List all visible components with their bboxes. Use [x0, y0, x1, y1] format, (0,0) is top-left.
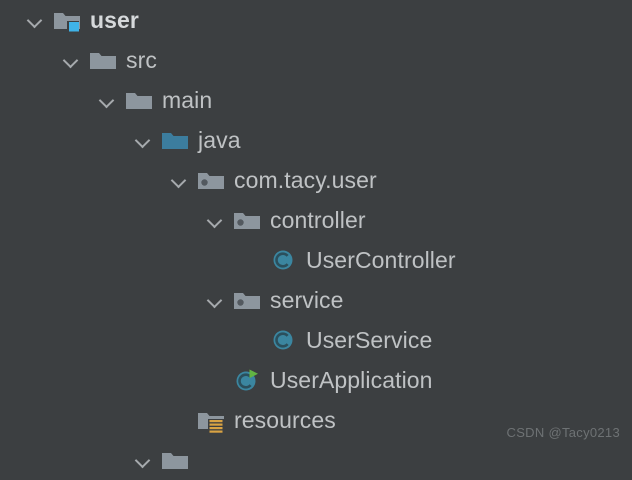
chevron-down-icon[interactable]: [94, 87, 120, 113]
tree-row-label: controller: [270, 207, 366, 233]
folder-icon: [88, 45, 118, 75]
chevron-spacer: [202, 367, 228, 393]
tree-row-label: service: [270, 287, 344, 313]
chevron-spacer: [238, 327, 264, 353]
chevron-down-icon[interactable]: [166, 167, 192, 193]
chevron-down-icon[interactable]: [22, 7, 48, 33]
resource-root-folder-icon: [196, 405, 226, 435]
tree-row-user[interactable]: user: [22, 0, 139, 40]
tree-row-java[interactable]: java: [130, 120, 241, 160]
chevron-spacer: [238, 247, 264, 273]
package-icon: [232, 285, 262, 315]
module-folder-icon: [52, 5, 82, 35]
tree-row-label: resources: [234, 407, 336, 433]
tree-row-label: java: [198, 127, 241, 153]
chevron-down-icon[interactable]: [58, 47, 84, 73]
source-root-folder-icon: [160, 125, 190, 155]
chevron-down-icon[interactable]: [202, 287, 228, 313]
tree-row-label: main: [162, 87, 213, 113]
package-icon: [232, 205, 262, 235]
tree-row-user-application[interactable]: UserApplication: [202, 360, 433, 400]
watermark-text: CSDN @Tacy0213: [506, 425, 620, 440]
tree-row-label: user: [90, 7, 139, 33]
tree-row-user-controller[interactable]: UserController: [238, 240, 456, 280]
folder-icon: [160, 445, 190, 475]
chevron-down-icon[interactable]: [202, 207, 228, 233]
folder-icon: [124, 85, 154, 115]
tree-row-src[interactable]: src: [58, 40, 157, 80]
tree-row-label: com.tacy.user: [234, 167, 377, 193]
tree-row-label: UserApplication: [270, 367, 433, 393]
java-class-icon: [268, 245, 298, 275]
package-icon: [196, 165, 226, 195]
tree-row-controller[interactable]: controller: [202, 200, 366, 240]
tree-row-service[interactable]: service: [202, 280, 344, 320]
tree-row-next-partial[interactable]: [130, 440, 198, 480]
tree-row-label: UserService: [306, 327, 433, 353]
tree-row-label: src: [126, 47, 157, 73]
java-class-icon: [268, 325, 298, 355]
runnable-java-class-icon: [232, 365, 262, 395]
tree-row-label: UserController: [306, 247, 456, 273]
chevron-down-icon[interactable]: [130, 127, 156, 153]
tree-row-user-service[interactable]: UserService: [238, 320, 432, 360]
tree-row-main[interactable]: main: [94, 80, 212, 120]
tree-row-com-tacy-user[interactable]: com.tacy.user: [166, 160, 377, 200]
chevron-spacer: [166, 407, 192, 433]
chevron-down-icon[interactable]: [130, 447, 156, 473]
tree-row-resources[interactable]: resources: [166, 400, 336, 440]
